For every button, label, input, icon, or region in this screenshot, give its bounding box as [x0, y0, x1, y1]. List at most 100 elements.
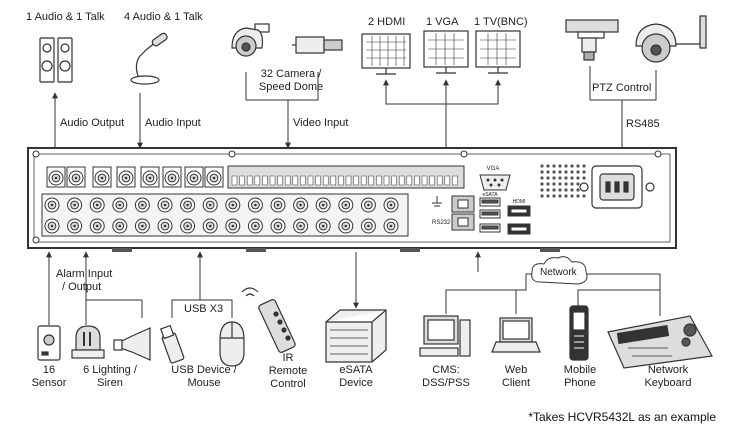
alarm-label-line1: Alarm Input — [56, 268, 113, 280]
video-bnc-port — [270, 218, 286, 234]
mobile-label-line2: Phone — [564, 377, 596, 389]
cms-label-line1: CMS: — [432, 364, 460, 376]
panel-vga-label: VGA — [487, 166, 500, 172]
tv-monitor-icon — [475, 30, 521, 74]
lan-port — [451, 195, 475, 231]
audio-bnc-port — [206, 170, 222, 186]
cms-label-line2: DSS/PSS — [422, 377, 470, 389]
audio-ports — [46, 166, 224, 188]
audio-bnc-port — [186, 170, 202, 186]
alarm-terminal-block — [227, 165, 465, 189]
audio-talk-4-label: 4 Audio & 1 Talk — [124, 11, 203, 23]
video-bnc-port — [315, 197, 331, 213]
video-bnc-port — [225, 218, 241, 234]
keyboard-label-line1: Network — [647, 364, 689, 376]
usb-port — [479, 197, 501, 233]
video-bnc-port — [134, 197, 150, 213]
mouse-icon — [219, 321, 245, 367]
video-bnc-port — [315, 218, 331, 234]
vga-port — [479, 174, 511, 191]
web-client-laptop-icon — [491, 317, 541, 353]
esata-device-label-line2: Device — [339, 377, 373, 389]
rs485-label: RS485 — [626, 118, 660, 130]
video-bnc-port — [360, 197, 376, 213]
video-bnc-port — [180, 197, 196, 213]
video-bnc-port — [89, 197, 105, 213]
speaker-icon — [39, 37, 73, 83]
ptz-bracket-camera-icon — [565, 19, 619, 61]
network-cloud-icon — [531, 256, 588, 285]
video-bnc-port — [89, 218, 105, 234]
hdmi-port — [507, 205, 531, 235]
lighting-label-line1: 6 Lighting / — [83, 364, 137, 376]
cms-computer-icon — [419, 315, 471, 357]
ir-remote-icon — [241, 287, 296, 353]
siren-light-icon — [71, 325, 105, 359]
video-bnc-port — [293, 197, 309, 213]
audio-output-label: Audio Output — [60, 117, 125, 129]
video-bnc-port — [247, 197, 263, 213]
web-client-label-line2: Client — [501, 377, 531, 389]
video-bnc-port — [360, 218, 376, 234]
video-bnc-port — [157, 197, 173, 213]
video-bnc-port — [44, 218, 60, 234]
ir-label-line3: Control — [270, 378, 306, 390]
ground-icon — [432, 196, 442, 207]
audio-bnc-port — [164, 170, 180, 186]
box-camera-icon — [292, 36, 343, 54]
audio-bnc-port — [48, 170, 64, 186]
sensor-label-line2: Sensor — [31, 377, 67, 389]
video-bnc-port — [112, 218, 128, 234]
top-connector-lines — [52, 66, 657, 149]
keyboard-label-line2: Keyboard — [644, 377, 692, 389]
panel-hdmi-label: HDMI — [513, 199, 526, 205]
ptz-control-label: PTZ Control — [592, 82, 652, 94]
speed-dome-camera-icon — [231, 23, 270, 57]
sensor-label-line1: 16 — [42, 364, 56, 376]
audio-bnc-port — [68, 170, 84, 186]
video-bnc-port — [202, 218, 218, 234]
audio-bnc-port — [94, 170, 110, 186]
audio-bnc-port — [142, 170, 158, 186]
video-bnc-port — [338, 197, 354, 213]
mobile-label-line1: Mobile — [563, 364, 597, 376]
ir-label-line2: Remote — [268, 365, 308, 377]
usb-x3-label: USB X3 — [184, 303, 224, 315]
ir-label-line1: IR — [282, 352, 294, 364]
bottom-connector-lines — [46, 251, 661, 325]
esata-device-icon — [325, 309, 387, 363]
speaker-horn-icon — [113, 327, 151, 361]
video-bnc-port — [383, 197, 399, 213]
vga-label: 1 VGA — [426, 16, 459, 28]
video-bnc-port — [225, 197, 241, 213]
audio-input-label: Audio Input — [145, 117, 201, 129]
vga-monitor-icon — [423, 30, 469, 74]
footnote: *Takes HCVR5432L as an example — [528, 410, 716, 424]
tv-label: 1 TV(BNC) — [474, 16, 528, 28]
esata-device-label-line1: eSATA — [339, 364, 373, 376]
video-bnc-port — [157, 218, 173, 234]
panel-esata-label: eSATA — [482, 192, 498, 198]
mobile-phone-icon — [569, 305, 589, 361]
ptz-dome-camera-icon — [635, 15, 707, 63]
audio-talk-1-label: 1 Audio & 1 Talk — [26, 11, 105, 23]
network-label: Network — [540, 267, 577, 278]
video-bnc-port — [270, 197, 286, 213]
video-input-ports — [41, 193, 409, 237]
camera-label-line2: Speed Dome — [258, 81, 324, 93]
video-bnc-port — [247, 218, 263, 234]
sensor-icon — [37, 325, 61, 361]
video-input-label: Video Input — [293, 117, 349, 129]
usb-device-label-line2: Mouse — [187, 377, 221, 389]
video-bnc-port — [383, 218, 399, 234]
lighting-label-line2: Siren — [97, 377, 123, 389]
video-bnc-port — [293, 218, 309, 234]
video-bnc-port — [338, 218, 354, 234]
video-bnc-port — [202, 197, 218, 213]
usb-stick-icon — [160, 324, 185, 364]
video-bnc-port — [134, 218, 150, 234]
audio-bnc-port — [118, 170, 134, 186]
video-bnc-port — [67, 197, 83, 213]
